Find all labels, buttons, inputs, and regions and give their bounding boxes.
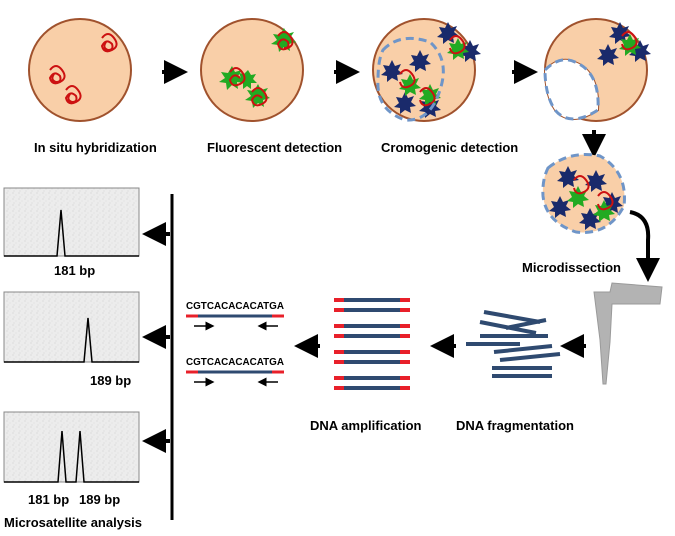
label-in-situ: In situ hybridization bbox=[34, 140, 157, 155]
microtube-icon bbox=[593, 282, 663, 385]
cell-dissected bbox=[543, 17, 651, 122]
electropherogram-3 bbox=[3, 411, 140, 483]
cell-fluorescent bbox=[200, 18, 304, 122]
cell-in-situ bbox=[28, 18, 132, 122]
label-plot-2: 189 bp bbox=[90, 373, 131, 388]
chromosome-signal bbox=[399, 35, 466, 107]
label-cromogenic: Cromogenic detection bbox=[381, 140, 518, 155]
label-plot-3a: 181 bp bbox=[28, 492, 69, 507]
label-dna-amplification: DNA amplification bbox=[310, 418, 422, 433]
electropherogram-2 bbox=[3, 291, 140, 363]
curved-arrow-icon bbox=[629, 210, 660, 282]
dissected-fragment bbox=[541, 153, 626, 234]
label-fluorescent: Fluorescent detection bbox=[207, 140, 342, 155]
blue-precipitate bbox=[381, 22, 481, 118]
sequence-label: CGTCACACACATGA bbox=[186, 301, 284, 312]
electropherogram-1 bbox=[3, 187, 140, 257]
analysis-bracket bbox=[142, 194, 174, 520]
primer-pair-1: CGTCACACACATGA bbox=[186, 301, 284, 331]
chromosome-signal bbox=[228, 31, 294, 107]
label-dna-fragmentation: DNA fragmentation bbox=[456, 418, 574, 433]
label-microdissection: Microdissection bbox=[522, 260, 621, 275]
sequence-label: CGTCACACACATGA bbox=[186, 357, 284, 368]
label-microsatellite: Microsatellite analysis bbox=[4, 515, 142, 530]
dissection-outline bbox=[376, 36, 445, 122]
label-plot-1: 181 bp bbox=[54, 263, 95, 278]
dna-fragments bbox=[466, 310, 561, 378]
label-plot-3b: 189 bp bbox=[79, 492, 120, 507]
chromosome-signal bbox=[48, 33, 118, 105]
primer-pair-2: CGTCACACACATGA bbox=[186, 357, 284, 387]
cell-cromogenic bbox=[372, 18, 481, 122]
amplified-dna bbox=[334, 298, 410, 390]
